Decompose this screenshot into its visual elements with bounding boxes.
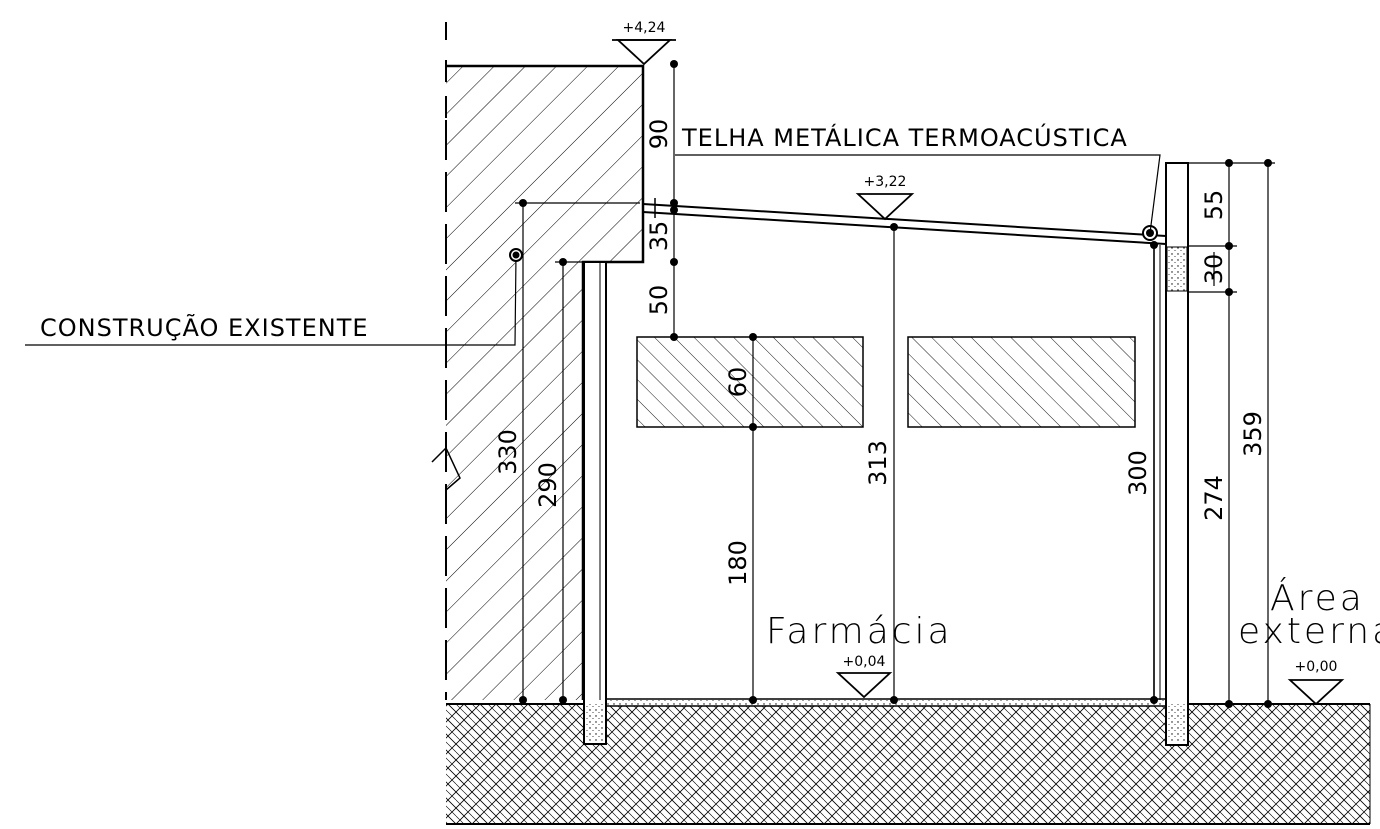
level-markers [612,39,1345,706]
dimension-lines [25,64,1275,704]
room-label-area: Área [1270,577,1365,619]
dim-35: 35 [645,221,673,252]
dim-55: 55 [1200,190,1228,221]
room-label-externa: externa [1238,611,1380,652]
level-floor-exterior: +0,00 [1295,659,1338,675]
room-label-farmacia: Farmácia [766,611,953,652]
metal-roof [642,198,1167,245]
dim-313: 313 [864,440,892,486]
dim-50: 50 [645,285,673,316]
dim-90: 90 [645,119,673,150]
right-column [1153,162,1189,746]
dim-290: 290 [534,462,562,508]
window-lintel-right [907,336,1136,428]
level-floor-interior: +0,04 [843,654,886,670]
roof-label: TELHA METÁLICA TERMOACÚSTICA [681,122,1128,152]
window-lintel-left [636,336,864,428]
dim-330: 330 [494,429,522,475]
dim-180: 180 [724,540,752,586]
dim-60: 60 [724,367,752,398]
existing-construction [446,64,645,700]
left-column [583,261,607,745]
level-roof: +3,22 [864,174,907,190]
dim-300: 300 [1124,450,1152,496]
dim-274: 274 [1200,475,1228,521]
existing-construction-label: CONSTRUÇÃO EXISTENTE [40,312,369,342]
level-top: +4,24 [623,20,666,36]
dimension-ticks [509,60,1272,708]
dim-359: 359 [1239,411,1267,457]
